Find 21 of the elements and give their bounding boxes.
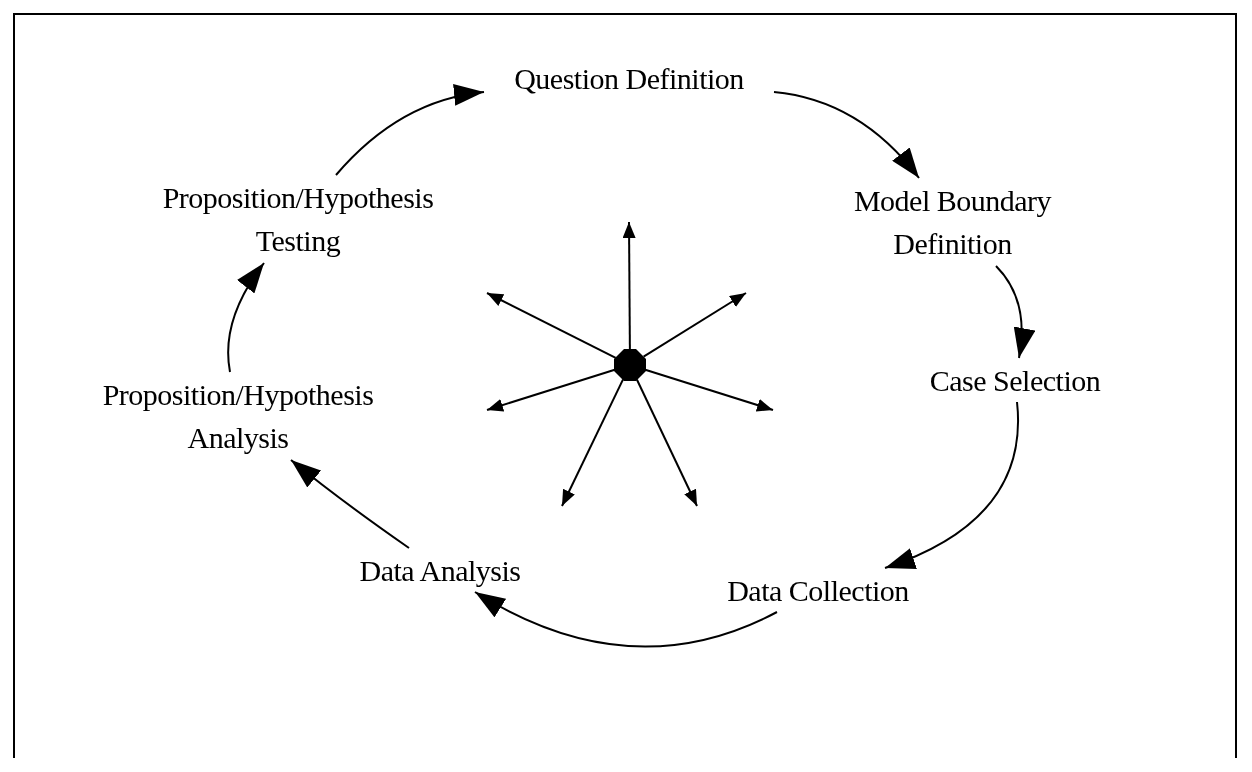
step-label: Question Definition [514, 60, 744, 97]
cycle-arrow [290, 459, 410, 549]
cycle-arrow [335, 84, 485, 176]
radial-arrow [486, 292, 617, 359]
step-label: Data Analysis [359, 552, 521, 589]
cycle-arrow [227, 262, 265, 373]
radial-arrow [622, 221, 636, 350]
step-label: Case Selection [929, 362, 1101, 399]
radial-arrow [644, 368, 774, 412]
step-label: Proposition/Hypothesis Analysis [101, 377, 375, 456]
radial-arrow [642, 292, 747, 358]
radial-arrow [635, 378, 698, 507]
cycle-arrow [474, 591, 778, 648]
step-label: Model Boundary Definition [852, 183, 1053, 262]
step-label: Proposition/Hypothesis Testing [161, 180, 435, 259]
cycle-arrow [884, 401, 1020, 569]
radial-arrow [486, 368, 616, 412]
radial-arrow [561, 378, 625, 507]
step-label: Data Collection [727, 572, 909, 609]
cycle-arrow [773, 91, 920, 179]
cycle-arrow [995, 265, 1035, 359]
